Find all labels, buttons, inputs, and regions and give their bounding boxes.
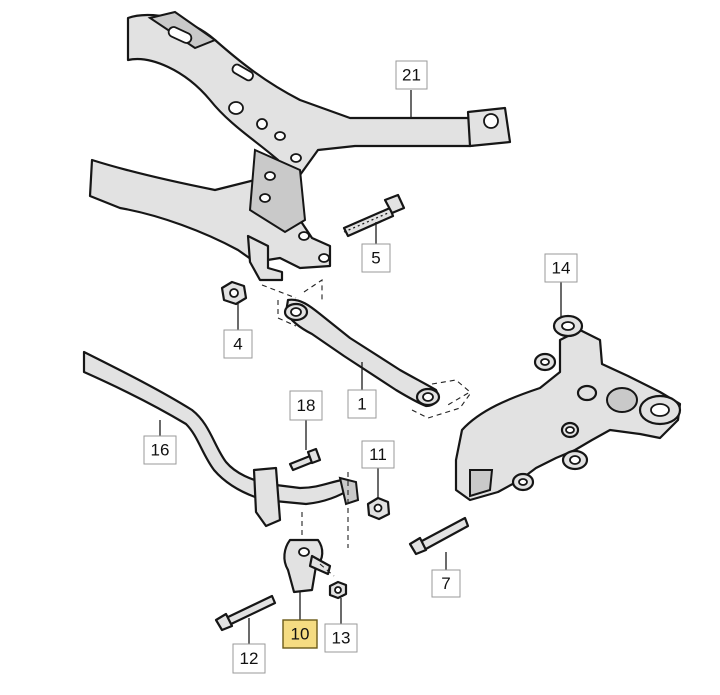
callout-12: 12 <box>232 643 266 674</box>
callout-4: 4 <box>223 329 253 359</box>
callout-18-label: 18 <box>297 396 316 415</box>
callout-1: 1 <box>347 389 377 419</box>
coupling-link-10 <box>283 538 332 594</box>
callout-11-label: 11 <box>369 445 387 464</box>
bolt-7 <box>408 516 470 556</box>
callout-5: 5 <box>361 243 391 273</box>
link-arm-1 <box>283 298 441 408</box>
anti-roll-bar-16 <box>82 350 360 528</box>
callout-5-label: 5 <box>371 249 380 268</box>
callout-16: 16 <box>143 435 177 465</box>
callout-13: 13 <box>324 623 358 653</box>
callout-10-label: 10 <box>291 625 310 644</box>
callout-10: 10 <box>282 619 318 649</box>
bolt-18 <box>288 447 322 472</box>
bolt-12 <box>214 594 277 632</box>
callout-7-label: 7 <box>441 574 450 593</box>
nut-4 <box>220 280 248 306</box>
callout-21: 21 <box>395 60 428 90</box>
callout-7: 7 <box>431 569 461 598</box>
callout-12-label: 12 <box>240 649 259 668</box>
callout-18: 18 <box>289 390 323 421</box>
assembly-lines <box>261 278 471 577</box>
callout-14-label: 14 <box>552 259 571 278</box>
callout-16-label: 16 <box>151 441 170 460</box>
callout-21-label: 21 <box>402 66 421 85</box>
subframe-21 <box>88 10 512 282</box>
bolt-5 <box>342 193 406 238</box>
wheel-bearing-housing-14 <box>454 314 682 502</box>
callout-11: 11 <box>361 440 395 469</box>
nut-13 <box>328 580 348 600</box>
callout-13-label: 13 <box>332 629 351 648</box>
leader-lines <box>159 90 562 644</box>
callout-1-label: 1 <box>357 395 366 414</box>
callout-4-label: 4 <box>233 335 242 354</box>
callout-14: 14 <box>544 253 578 283</box>
nut-11 <box>366 496 391 521</box>
